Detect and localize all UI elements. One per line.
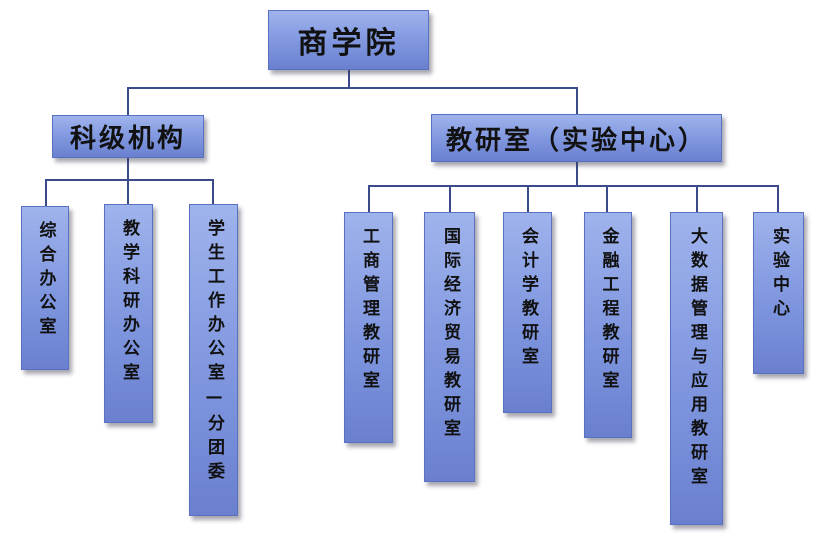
connector xyxy=(368,185,370,212)
child-node-label: 会计学教研室 xyxy=(518,227,538,371)
connector xyxy=(527,185,529,212)
child-node-label: 综合办公室 xyxy=(35,221,56,341)
child-node-label: 金融工程教研室 xyxy=(598,227,619,395)
connector xyxy=(127,158,129,180)
connector xyxy=(606,185,608,212)
connector xyxy=(45,179,214,181)
connector xyxy=(127,87,578,89)
child-node-label: 实验中心 xyxy=(769,227,789,323)
child-node-label: 大数据管理与应用教研室 xyxy=(687,227,707,491)
connector xyxy=(696,185,698,212)
connector xyxy=(127,179,129,204)
branch-node-label: 教研室（实验中心） xyxy=(445,125,707,156)
root-node-label: 商学院 xyxy=(297,26,400,61)
child-node: 国际经济贸易教研室 xyxy=(424,212,475,482)
branch-node-teaching: 教研室（实验中心） xyxy=(431,114,722,162)
connector xyxy=(127,87,129,115)
child-node: 学生工作办公室—分团委 xyxy=(189,204,238,516)
child-node-label: 工商管理教研室 xyxy=(359,227,379,395)
root-node: 商学院 xyxy=(268,10,429,70)
connector xyxy=(777,185,779,212)
branch-node-admin: 科级机构 xyxy=(52,115,204,158)
connector xyxy=(212,179,214,204)
connector xyxy=(449,185,451,212)
branch-node-label: 科级机构 xyxy=(69,124,186,154)
connector xyxy=(368,185,779,187)
connector xyxy=(45,179,47,206)
connector xyxy=(348,70,350,88)
connector xyxy=(576,162,578,186)
child-node-label: 国际经济贸易教研室 xyxy=(440,227,460,443)
child-node: 会计学教研室 xyxy=(503,212,552,413)
child-node: 金融工程教研室 xyxy=(584,212,632,438)
child-node: 教学科研办公室 xyxy=(104,204,153,423)
child-node: 大数据管理与应用教研室 xyxy=(670,212,723,525)
child-node: 工商管理教研室 xyxy=(344,212,393,443)
child-node: 实验中心 xyxy=(753,212,804,374)
child-node-label: 教学科研办公室 xyxy=(119,219,139,387)
connector xyxy=(576,87,578,114)
child-node-label: 学生工作办公室—分团委 xyxy=(204,219,224,486)
child-node: 综合办公室 xyxy=(21,206,69,370)
